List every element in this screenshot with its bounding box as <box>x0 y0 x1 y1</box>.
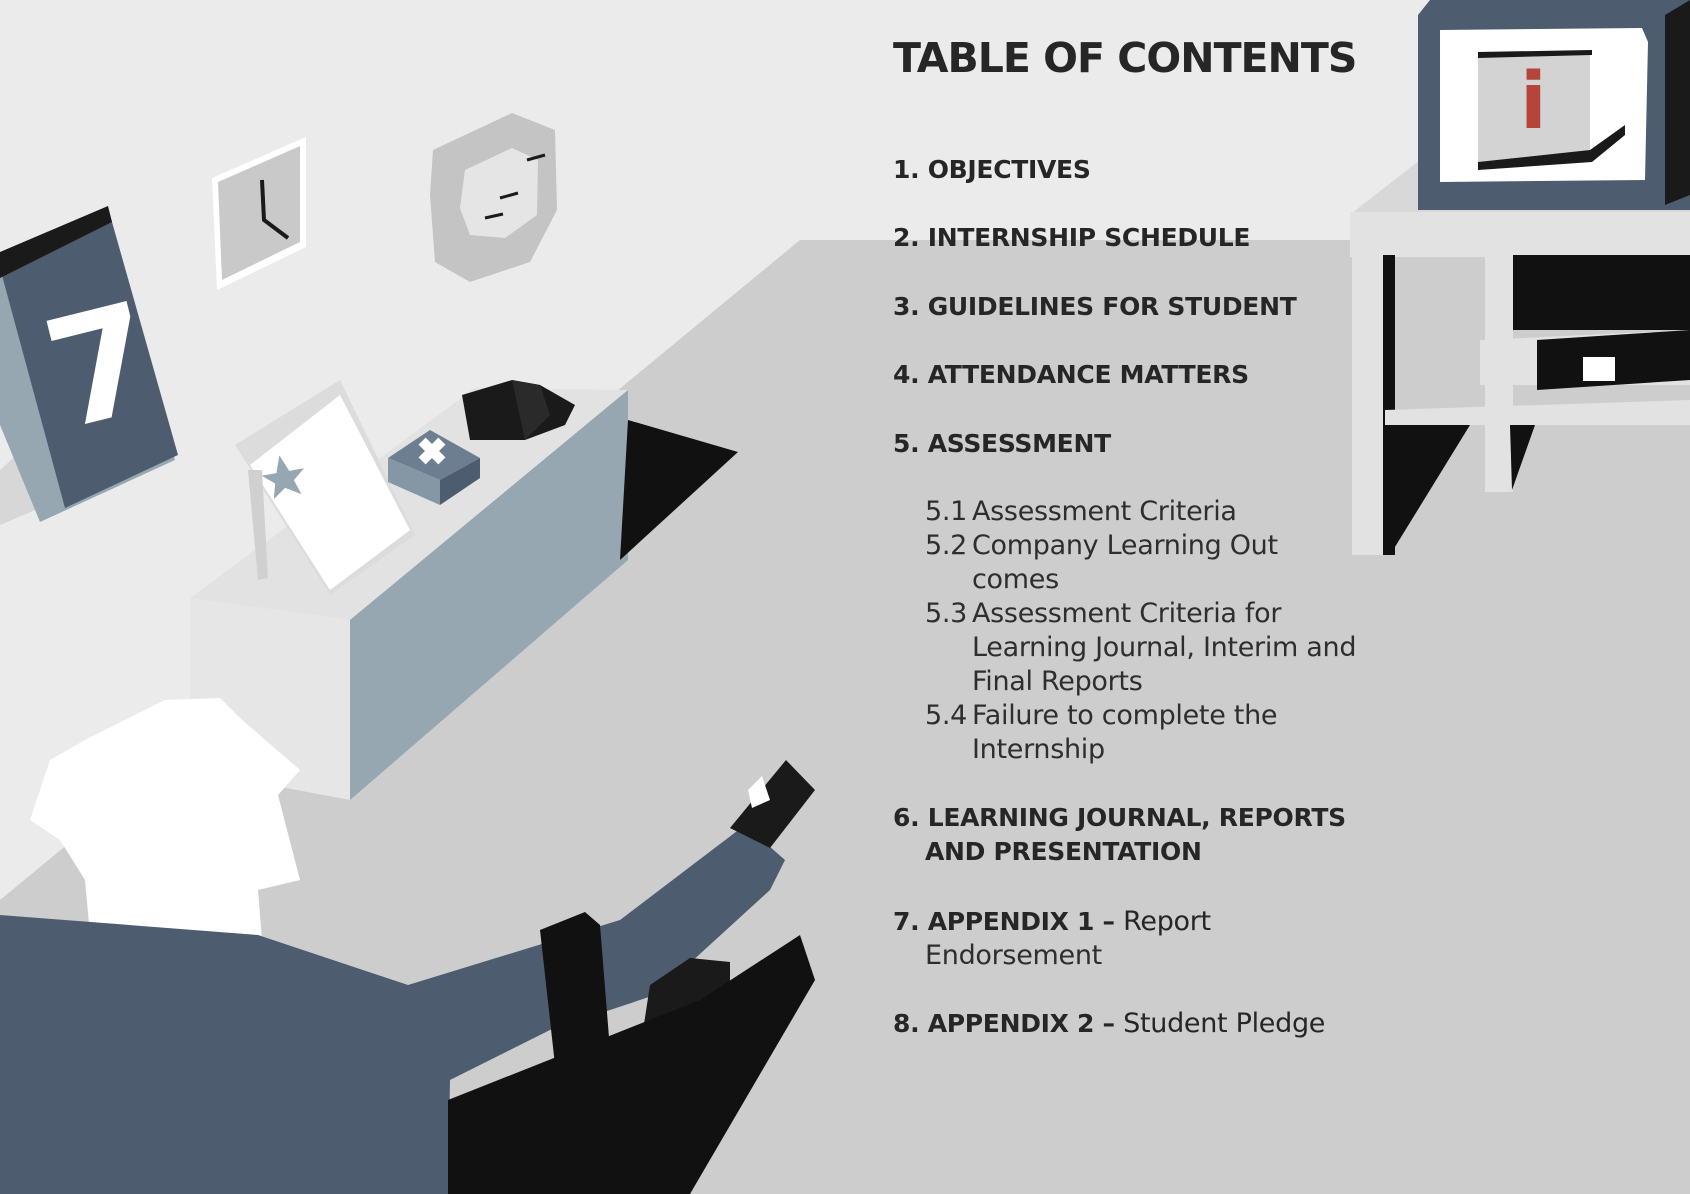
toc-item-label: INTERNSHIP SCHEDULE <box>927 223 1251 252</box>
toc-item-number: 1. <box>893 155 920 184</box>
toc-item-number: 8. <box>893 1009 920 1038</box>
toc-subitem-label: Company Learning Out <box>972 530 1278 561</box>
toc-item-attendance[interactable]: 4. ATTENDANCE MATTERS <box>893 358 1249 392</box>
toc-subitem-label-cont: Internship <box>972 734 1105 765</box>
toc-item-label: APPENDIX 2 – <box>927 1009 1115 1038</box>
toc-item-number: 4. <box>893 360 920 389</box>
toc-item-guidelines[interactable]: 3. GUIDELINES FOR STUDENT <box>893 290 1297 324</box>
info-screen-letter: i <box>1520 57 1547 147</box>
toc-item-label: ASSESSMENT <box>927 429 1111 458</box>
toc-subitem-label-cont: Final Reports <box>972 666 1143 697</box>
toc-item-label: APPENDIX 1 – <box>927 907 1115 936</box>
toc-item-assessment[interactable]: 5. ASSESSMENT <box>893 427 1111 461</box>
toc-subitem-label-cont: comes <box>972 564 1059 595</box>
toc-item-label: GUIDELINES FOR STUDENT <box>927 292 1297 321</box>
info-monitor-icon: i <box>1418 0 1690 210</box>
toc-subitem-label: Assessment Criteria <box>972 496 1237 527</box>
toc-item-label: OBJECTIVES <box>927 155 1091 184</box>
toc-subitem-number: 5.4 <box>925 700 968 731</box>
toc-item-label-cont: AND PRESENTATION <box>925 837 1202 866</box>
toc-subitem-label-cont: Learning Journal, Interim and <box>972 632 1357 663</box>
toc-item-number: 2. <box>893 223 920 252</box>
toc-subitem-number: 5.1 <box>925 496 968 527</box>
toc-item-label: ATTENDANCE MATTERS <box>927 360 1249 389</box>
toc-item-rest: Report <box>1123 906 1211 937</box>
calendar-icon: 7 <box>0 206 178 522</box>
toc-item-label: LEARNING JOURNAL, REPORTS <box>927 803 1346 832</box>
picture-frame-icon <box>235 380 415 595</box>
toc-item-appendix-2[interactable]: 8. APPENDIX 2 – Student Pledge <box>893 1007 1325 1041</box>
toc-item-number: 3. <box>893 292 920 321</box>
wall-clock-icon <box>212 137 306 290</box>
toc-item-rest: Student Pledge <box>1123 1008 1326 1039</box>
hexagon-clock-icon <box>430 113 557 282</box>
page-title: TABLE OF CONTENTS <box>893 34 1357 82</box>
toc-item-number: 5. <box>893 429 920 458</box>
toc-item-objectives[interactable]: 1. OBJECTIVES <box>893 153 1091 187</box>
toc-item-learning-journal[interactable]: 6. LEARNING JOURNAL, REPORTS <box>893 801 1346 835</box>
toc-subitem-number: 5.3 <box>925 598 968 629</box>
toc-item-rest-cont: Endorsement <box>925 940 1102 971</box>
person-figure <box>0 698 815 1194</box>
toc-subitem-label: Assessment Criteria for <box>972 598 1282 629</box>
toc-subitem-label: Failure to complete the <box>972 700 1278 731</box>
toc-item-number: 6. <box>893 803 920 832</box>
toc-item-number: 7. <box>893 907 920 936</box>
first-aid-box-icon <box>388 430 480 505</box>
cap-icon <box>462 380 575 440</box>
toc-item-internship-schedule[interactable]: 2. INTERNSHIP SCHEDULE <box>893 221 1251 255</box>
floor <box>0 240 1690 1194</box>
toc-subitem-number: 5.2 <box>925 530 968 561</box>
toc-item-appendix-1[interactable]: 7. APPENDIX 1 – Report <box>893 905 1211 939</box>
table-of-contents: TABLE OF CONTENTS <box>893 34 1413 83</box>
